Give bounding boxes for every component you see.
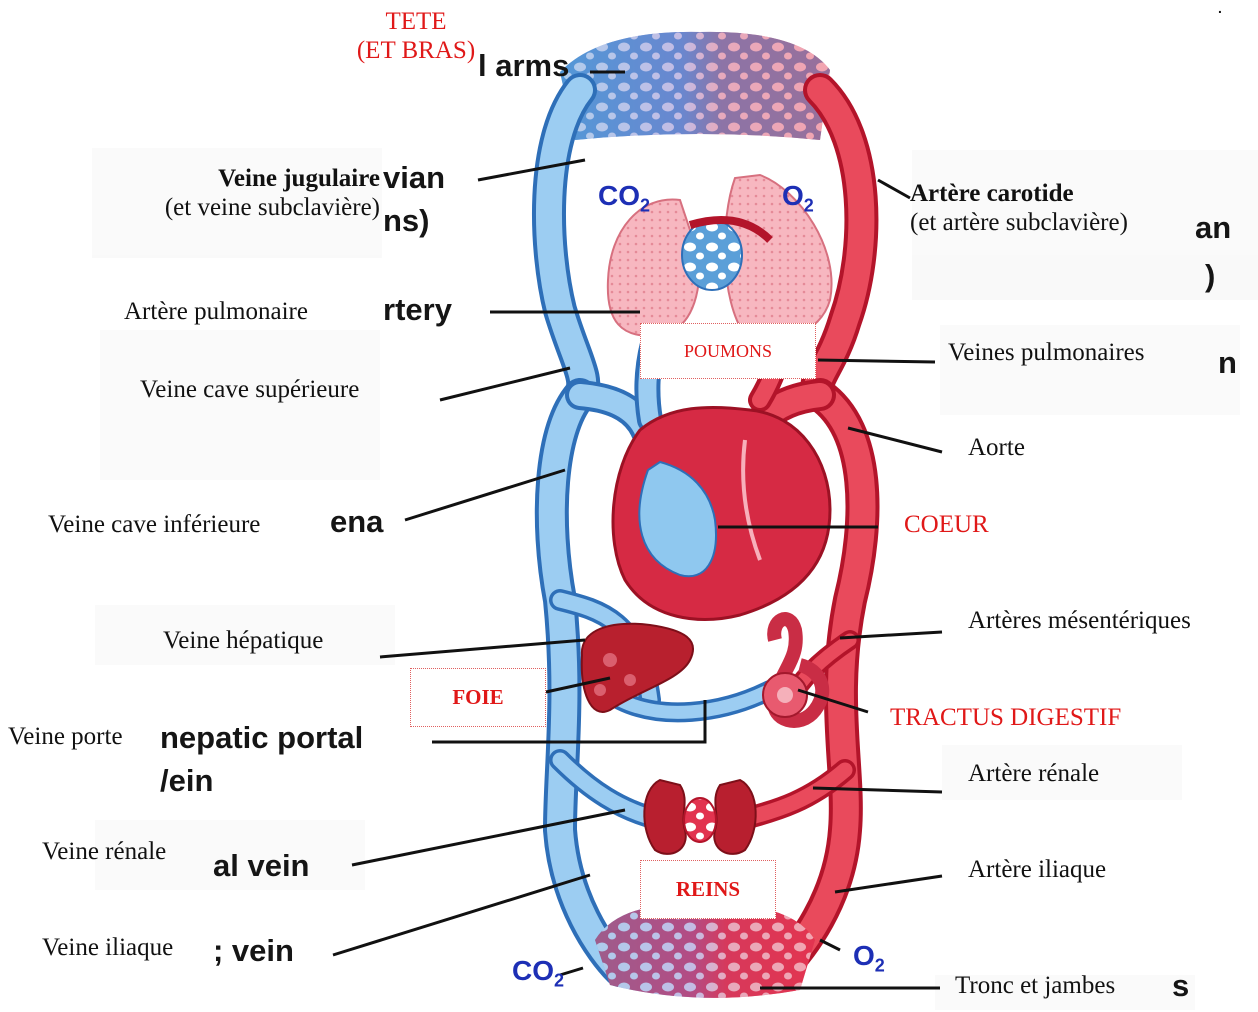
o2-label-bottom: O2 <box>853 940 885 977</box>
old-label-vein: /ein <box>160 763 213 799</box>
old-label-renal-vein: al vein <box>213 848 310 884</box>
old-label-an: an <box>1195 210 1231 246</box>
label-digestive-tract: TRACTUS DIGESTIF <box>890 704 1121 733</box>
label-iliac-vein: Veine iliaque <box>42 934 173 963</box>
co2-label-top: CO2 <box>598 180 650 217</box>
old-label-paren: ) <box>1205 258 1215 294</box>
head-capillaries <box>560 32 830 140</box>
old-label-iliac-vein: ; vein <box>213 933 294 969</box>
old-label-artery: rtery <box>383 292 452 328</box>
old-label-s: s <box>1172 968 1189 1004</box>
label-hepatic-vein: Veine hépatique <box>163 627 323 656</box>
label-mesenteric-arteries: Artères mésentériques <box>968 607 1191 636</box>
label-carotid: Artère carotide (et artère subclavière) <box>910 180 1128 238</box>
old-label-hepatic-portal: nepatic portal <box>160 720 363 756</box>
old-label-n: n <box>1218 345 1237 381</box>
label-pulmonary-veins: Veines pulmonaires <box>948 339 1144 368</box>
label-aorta: Aorte <box>968 434 1025 463</box>
label-iliac-artery: Artère iliaque <box>968 856 1106 885</box>
label-pulmonary-artery: Artère pulmonaire <box>124 298 308 327</box>
organ-box-lungs: POUMONS <box>640 323 816 379</box>
organ-box-liver: FOIE <box>410 668 546 727</box>
label-jugular: Veine jugulaire (et veine subclavière) <box>104 165 380 223</box>
old-label-dot: . <box>1218 0 1222 16</box>
label-renal-artery: Artère rénale <box>968 760 1099 789</box>
old-label-subclavian-2: ns) <box>383 203 430 239</box>
label-inferior-vena-cava: Veine cave inférieure <box>48 511 260 540</box>
label-superior-vena-cava: Veine cave supérieure <box>140 376 359 405</box>
label-renal-vein: Veine rénale <box>42 838 166 867</box>
o2-label-top: O2 <box>782 180 814 217</box>
label-head: TETE (ET BRAS) <box>314 8 518 66</box>
old-label-subclavian-1: vian <box>383 160 445 196</box>
heart <box>613 407 830 619</box>
co2-label-bottom: CO2 <box>512 955 564 992</box>
label-heart: COEUR <box>904 511 989 540</box>
label-portal-vein: Veine porte <box>8 723 123 752</box>
organ-box-kidneys: REINS <box>640 860 776 919</box>
old-label-vena: ena <box>330 504 383 540</box>
label-trunk-legs: Tronc et jambes <box>955 972 1115 1001</box>
kidneys <box>644 780 755 854</box>
digestive-tract <box>763 619 822 721</box>
